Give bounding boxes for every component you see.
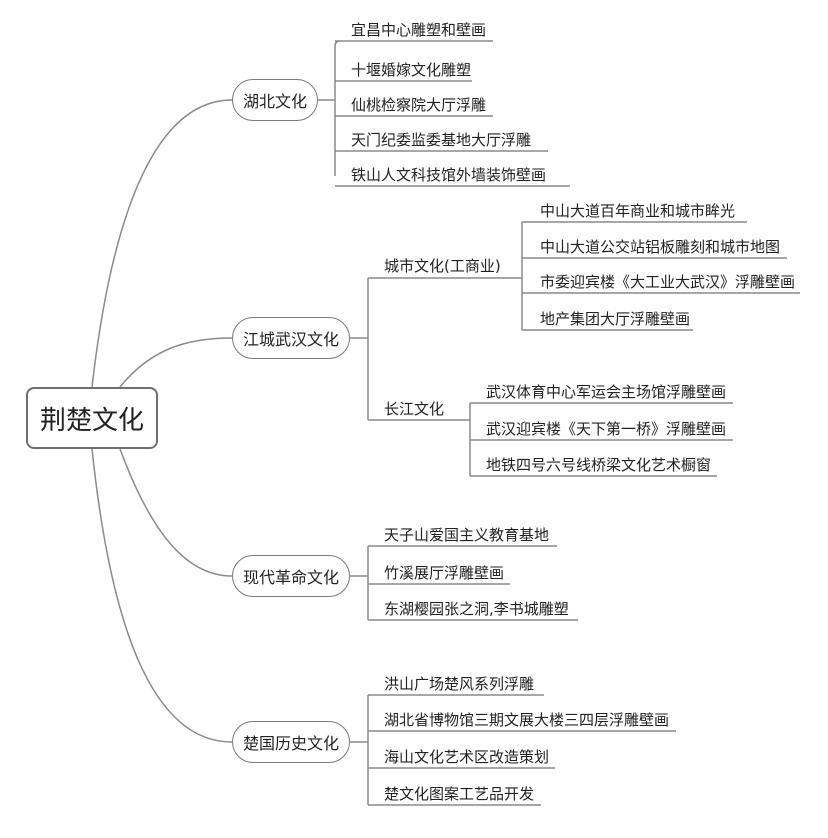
connector-root-hubei (91, 99, 233, 388)
yangtze-item: 武汉迎宾楼《天下第一桥》浮雕壁画 (486, 420, 727, 438)
city-item: 中山大道公交站铝板雕刻和城市地图 (540, 238, 781, 256)
connector-root-wuhan (119, 337, 233, 388)
revolution-item: 天子山爱国主义教育基地 (384, 526, 550, 544)
history-item: 湖北省博物馆三期文展大楼三四层浮雕壁画 (384, 711, 670, 729)
history-item: 楚文化图案工艺品开发 (384, 785, 535, 803)
wuhan-subgroup-city: 城市文化(工商业) (384, 257, 501, 275)
yangtze-item: 武汉体育中心军运会主场馆浮雕壁画 (486, 383, 727, 401)
hubei-item: 仙桃检察院大厅浮雕 (351, 96, 487, 114)
revolution-item: 东湖樱园张之洞,李书城雕塑 (384, 600, 569, 618)
branch-wuhan: 江城武汉文化 (232, 317, 350, 359)
branch-revolution: 现代革命文化 (232, 555, 350, 597)
city-item: 市委迎宾楼《大工业大武汉》浮雕壁画 (540, 273, 796, 291)
connector-root-history (91, 448, 233, 743)
yangtze-item: 地铁四号六号线桥梁文化艺术橱窗 (486, 456, 712, 474)
branch-history: 楚国历史文化 (232, 721, 350, 763)
history-item: 洪山广场楚风系列浮雕 (384, 675, 535, 693)
root-node: 荆楚文化 (26, 387, 158, 449)
history-item: 海山文化艺术区改造策划 (384, 748, 550, 766)
hubei-item: 铁山人文科技馆外墙装饰壁画 (351, 166, 547, 184)
hubei-item: 十堰婚嫁文化雕塑 (351, 61, 472, 79)
city-item: 中山大道百年商业和城市眸光 (540, 202, 736, 220)
wuhan-subgroup-yangtze: 长江文化 (384, 400, 445, 418)
branch-hubei: 湖北文化 (232, 79, 318, 121)
revolution-item: 竹溪展厅浮雕壁画 (384, 564, 505, 582)
hubei-item: 宜昌中心雕塑和壁画 (351, 21, 487, 39)
connector-root-revolution (119, 448, 233, 577)
hubei-item: 天门纪委监委基地大厅浮雕 (351, 131, 532, 149)
city-item: 地产集团大厅浮雕壁画 (540, 310, 691, 328)
